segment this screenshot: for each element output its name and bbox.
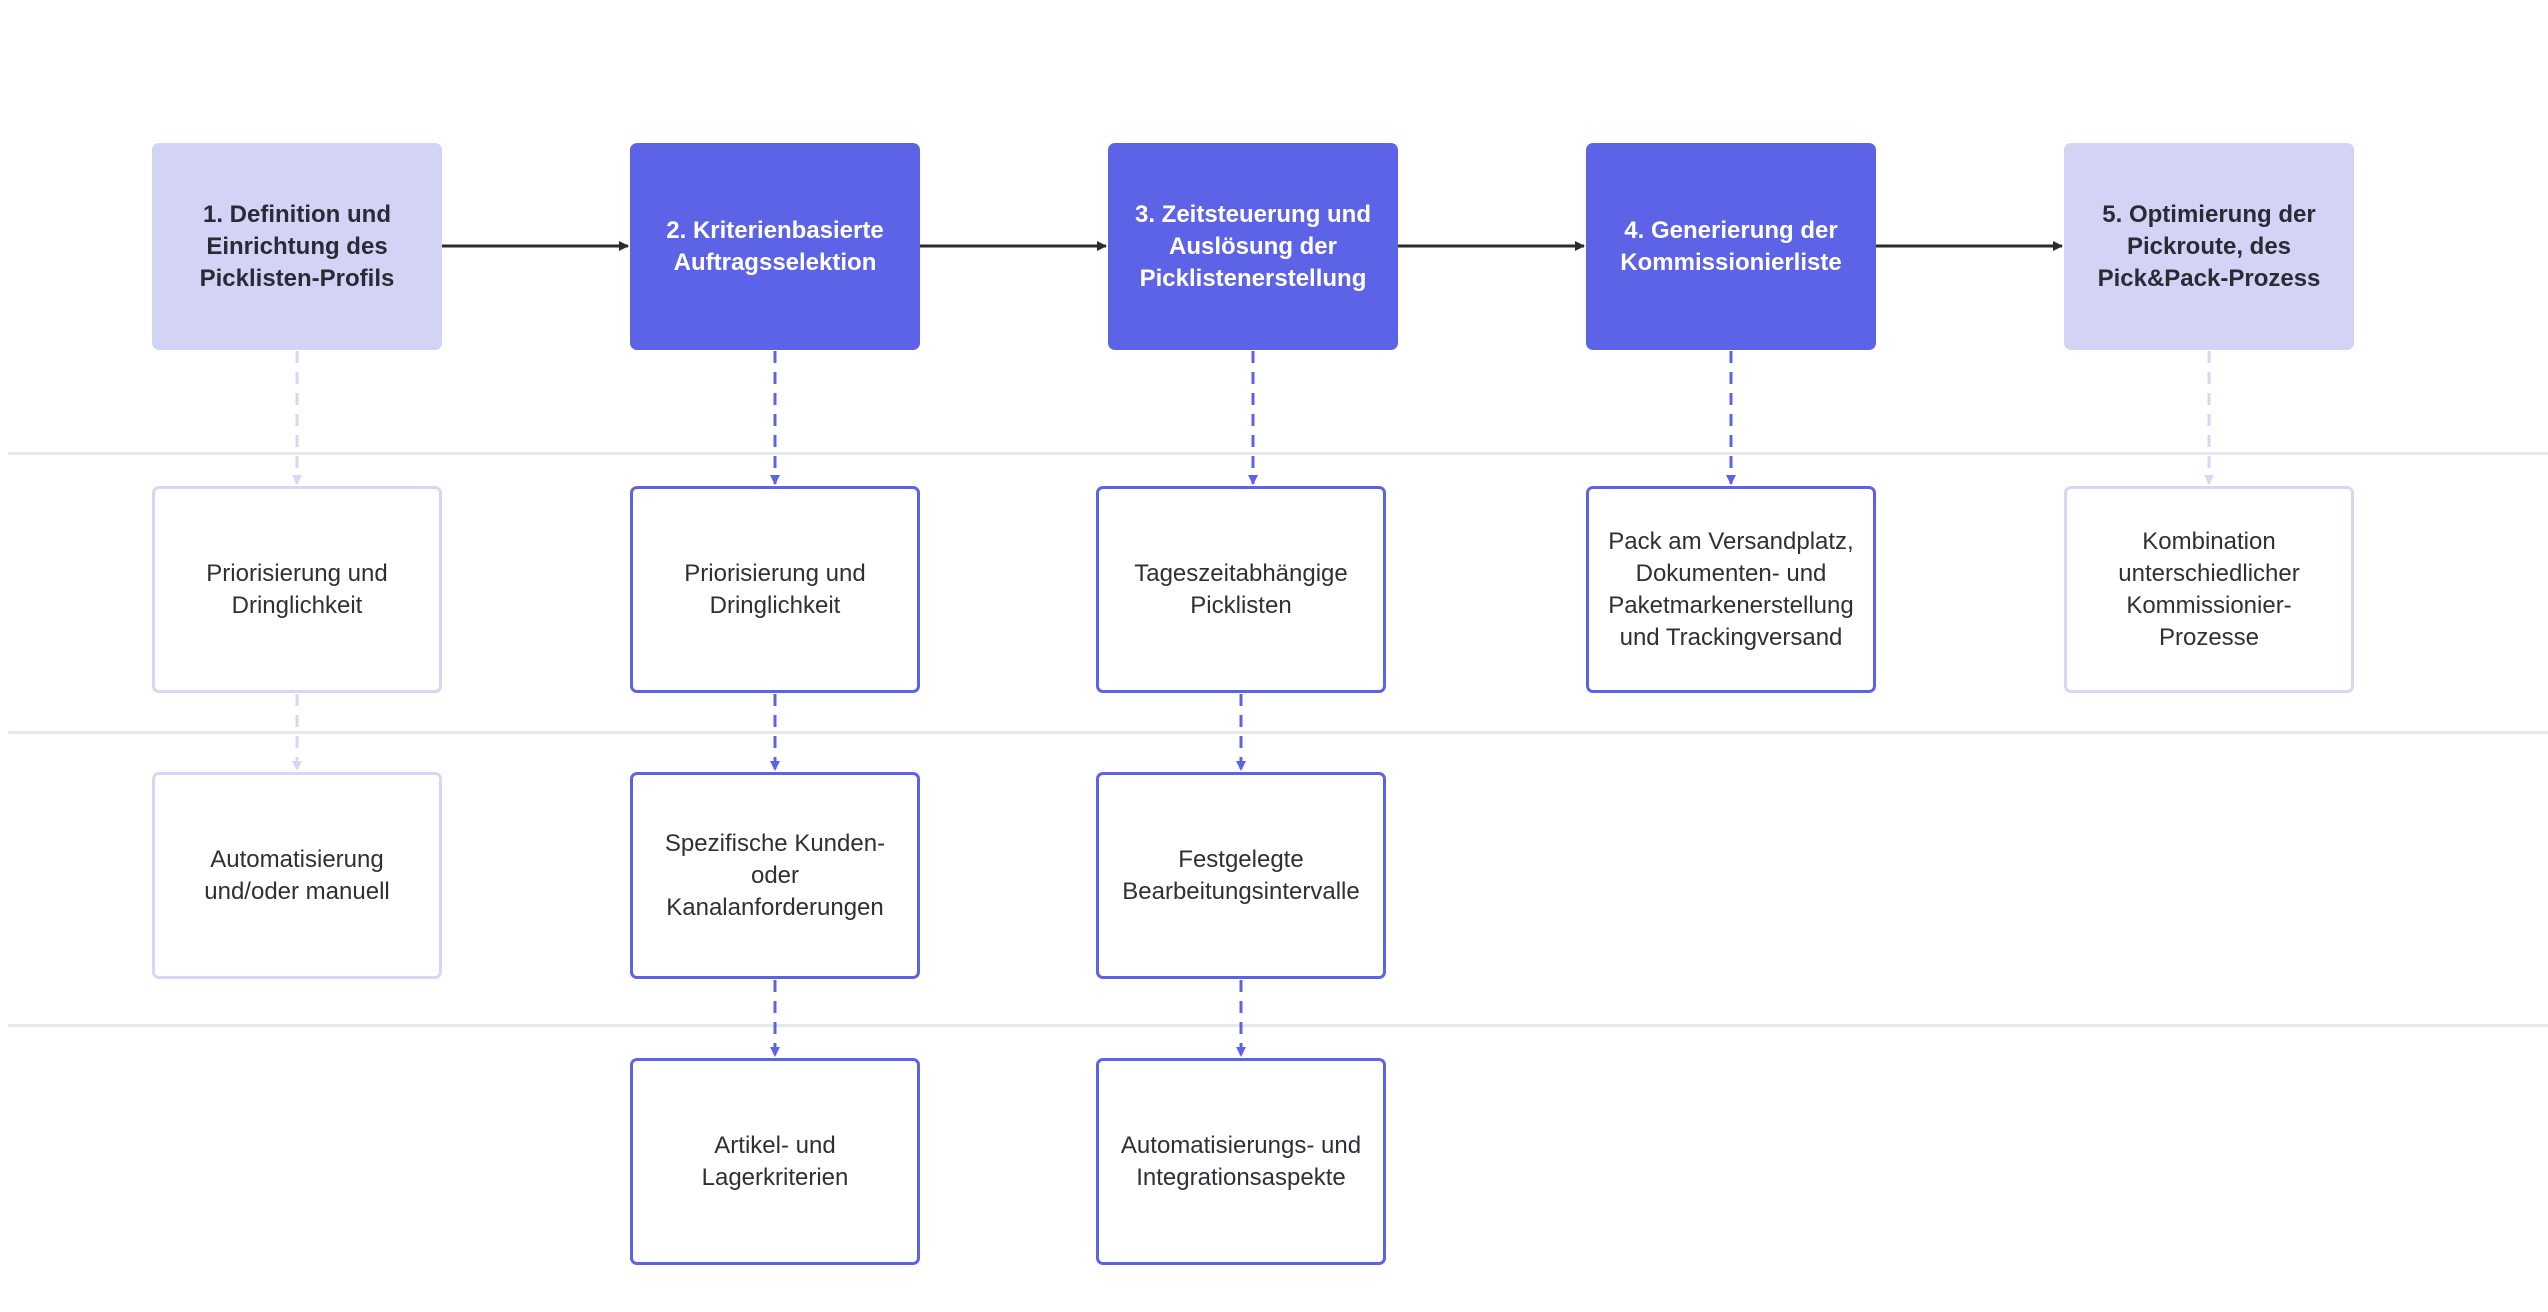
step-5-box: 5. Optimierung der Pickroute, des Pick&P… [2064,143,2354,350]
step-2-detail-2: Spezifische Kunden- oder Kanalanforderun… [630,772,920,979]
row-divider [8,452,2548,455]
step-1-box: 1. Definition und Einrichtung des Pickli… [152,143,442,350]
step-4-detail-1: Pack am Versandplatz, Dokumenten- und Pa… [1586,486,1876,693]
step-1-label: 1. Definition und Einrichtung des Pickli… [199,200,395,292]
step-3-detail-1: Tageszeitabhängige Picklisten [1096,486,1386,693]
step-1-detail-1-text: Priorisierung und Dringlichkeit [206,559,388,619]
step-2-detail-3: Artikel- und Lagerkriterien [630,1058,920,1265]
step-3-detail-2: Festgelegte Bearbeitungsintervalle [1096,772,1386,979]
step-3-detail-2-text: Festgelegte Bearbeitungsintervalle [1122,845,1360,905]
step-5-label: 5. Optimierung der Pickroute, des Pick&P… [2097,200,2321,292]
step-3-box: 3. Zeitsteuerung und Auslösung der Pickl… [1108,143,1398,350]
step-3-label: 3. Zeitsteuerung und Auslösung der Pickl… [1134,200,1371,292]
step-5-detail-1-text: Kombination unterschiedlicher Kommission… [2118,527,2300,651]
step-1-detail-2-text: Automatisierung und/oder manuell [204,845,390,905]
step-3-detail-3-text: Automatisierungs- und Integrationsaspekt… [1120,1131,1362,1191]
row-divider [8,1024,2548,1027]
step-5-detail-1: Kombination unterschiedlicher Kommission… [2064,486,2354,693]
step-2-label: 2. Kriterienbasierte Auftragsselektion [666,216,884,276]
step-2-detail-1: Priorisierung und Dringlichkeit [630,486,920,693]
step-3-detail-3: Automatisierungs- und Integrationsaspekt… [1096,1058,1386,1265]
step-2-detail-3-text: Artikel- und Lagerkriterien [701,1131,849,1191]
row-divider [8,731,2548,734]
step-4-box: 4. Generierung der Kommissionierliste [1586,143,1876,350]
step-1-detail-1: Priorisierung und Dringlichkeit [152,486,442,693]
step-2-detail-2-text: Spezifische Kunden- oder Kanalanforderun… [664,829,886,921]
step-2-box: 2. Kriterienbasierte Auftragsselektion [630,143,920,350]
step-3-detail-1-text: Tageszeitabhängige Picklisten [1134,559,1348,619]
step-2-detail-1-text: Priorisierung und Dringlichkeit [684,559,866,619]
step-1-detail-2: Automatisierung und/oder manuell [152,772,442,979]
step-4-label: 4. Generierung der Kommissionierliste [1620,216,1842,276]
step-4-detail-1-text: Pack am Versandplatz, Dokumenten- und Pa… [1608,527,1854,651]
